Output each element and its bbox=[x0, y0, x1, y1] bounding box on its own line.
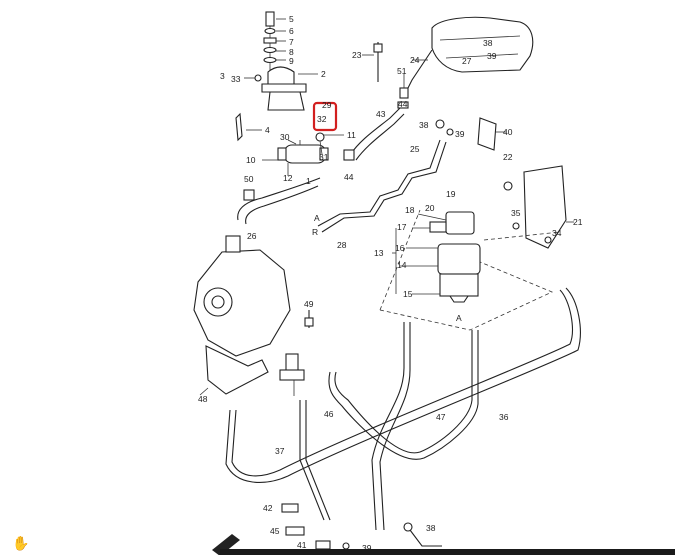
label-5: 5 bbox=[289, 14, 294, 24]
label-45: 45 bbox=[270, 526, 280, 536]
fitting-51[interactable] bbox=[397, 74, 409, 109]
label-2: 2 bbox=[321, 69, 326, 79]
highlight-box bbox=[312, 101, 338, 132]
label-38a: 38 bbox=[419, 120, 429, 130]
label-1: 1 bbox=[306, 176, 311, 186]
label-27: 27 bbox=[462, 56, 472, 66]
label-37: 37 bbox=[275, 446, 285, 456]
clip-part[interactable] bbox=[235, 112, 262, 142]
label-51: 51 bbox=[397, 66, 407, 76]
label-39a: 39 bbox=[455, 129, 465, 139]
label-41: 41 bbox=[297, 540, 307, 550]
bottom-scrollbar[interactable] bbox=[220, 549, 675, 555]
label-17: 17 bbox=[397, 222, 407, 232]
label-23: 23 bbox=[352, 50, 362, 60]
label-20: 20 bbox=[425, 203, 435, 213]
label-21: 21 bbox=[573, 217, 583, 227]
label-39b: 39 bbox=[487, 51, 497, 61]
hoses-bottom[interactable] bbox=[225, 287, 581, 531]
label-18: 18 bbox=[405, 205, 415, 215]
bottom-clamps[interactable] bbox=[281, 503, 442, 550]
hand-cursor-icon[interactable]: ✋ bbox=[12, 536, 30, 552]
fuel-hose-43[interactable] bbox=[343, 107, 405, 161]
electric-fuel-pump[interactable] bbox=[262, 132, 344, 176]
bolt-stack[interactable] bbox=[263, 11, 286, 70]
label-4: 4 bbox=[265, 125, 270, 135]
label-43: 43 bbox=[376, 109, 386, 119]
label-A2: A bbox=[456, 313, 462, 323]
return-hose-26[interactable] bbox=[237, 177, 321, 225]
label-16: 16 bbox=[395, 243, 405, 253]
fuel-lines-25-28[interactable] bbox=[317, 139, 447, 233]
label-12: 12 bbox=[283, 173, 293, 183]
label-31: 31 bbox=[319, 152, 329, 162]
label-11: 11 bbox=[347, 130, 356, 140]
label-39c: 39 bbox=[362, 543, 372, 553]
label-49: 49 bbox=[304, 299, 314, 309]
label-48: 48 bbox=[198, 394, 208, 404]
label-36: 36 bbox=[499, 412, 509, 422]
label-42: 42 bbox=[263, 503, 273, 513]
label-25: 25 bbox=[410, 144, 420, 154]
label-47: 47 bbox=[436, 412, 446, 422]
clamp-bracket-40[interactable] bbox=[477, 117, 506, 151]
dashed-leader-lines bbox=[379, 209, 561, 331]
label-33: 33 bbox=[231, 74, 241, 84]
injection-pump[interactable] bbox=[193, 235, 291, 396]
label-15: 15 bbox=[403, 289, 413, 299]
label-14: 14 bbox=[397, 260, 407, 270]
label-46: 46 bbox=[324, 409, 334, 419]
label-10: 10 bbox=[246, 155, 256, 165]
label-28: 28 bbox=[337, 240, 347, 250]
label-22: 22 bbox=[503, 152, 513, 162]
label-44b: 44 bbox=[344, 172, 354, 182]
support-bracket-21[interactable] bbox=[503, 165, 574, 249]
fuel-filter-assembly[interactable] bbox=[392, 211, 481, 303]
label-26: 26 bbox=[247, 231, 257, 241]
hose-clamp-38-39[interactable] bbox=[435, 119, 454, 136]
label-R: R bbox=[312, 227, 318, 237]
mount-bracket[interactable] bbox=[244, 66, 318, 111]
label-30: 30 bbox=[280, 132, 290, 142]
label-24: 24 bbox=[410, 55, 420, 65]
label-40: 40 bbox=[503, 127, 513, 137]
label-32: 32 bbox=[317, 114, 327, 124]
label-13: 13 bbox=[374, 248, 384, 258]
label-34: 34 bbox=[552, 228, 562, 238]
label-35: 35 bbox=[511, 208, 521, 218]
front-arrow-icon bbox=[212, 534, 240, 555]
label-A1: A bbox=[314, 213, 320, 223]
label-44a: 44 bbox=[398, 99, 408, 109]
label-7: 7 bbox=[289, 37, 294, 47]
label-8: 8 bbox=[289, 47, 294, 57]
label-29: 29 bbox=[322, 100, 332, 110]
label-3: 3 bbox=[220, 71, 225, 81]
label-6: 6 bbox=[289, 26, 294, 36]
label-38b: 38 bbox=[483, 38, 493, 48]
bolt-49[interactable] bbox=[304, 310, 314, 328]
sensor-unit[interactable] bbox=[279, 353, 305, 396]
label-50: 50 bbox=[244, 174, 254, 184]
label-38c: 38 bbox=[426, 523, 436, 533]
rod-23[interactable] bbox=[362, 42, 383, 82]
fuel-tank[interactable] bbox=[405, 16, 534, 93]
label-19: 19 bbox=[446, 189, 456, 199]
label-9: 9 bbox=[289, 56, 294, 66]
